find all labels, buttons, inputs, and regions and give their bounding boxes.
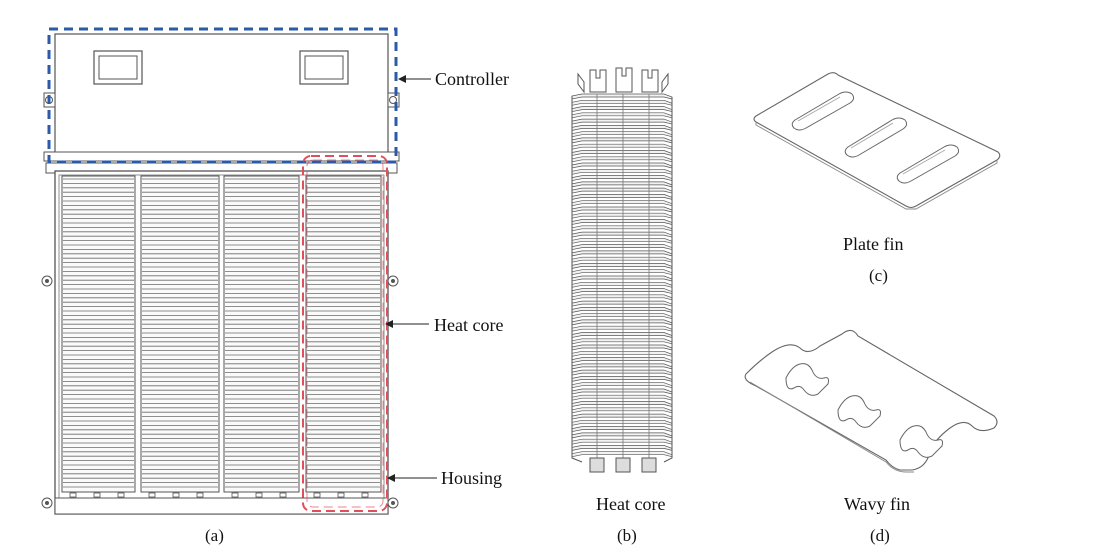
core-legs	[589, 457, 657, 473]
core-fin	[571, 106, 673, 113]
core-fin	[571, 313, 673, 320]
core-fin	[571, 419, 673, 426]
core-fin	[571, 237, 673, 244]
plate-fin-slot	[844, 117, 908, 158]
core-fin	[571, 212, 673, 219]
heat-core-label: Heat core	[434, 315, 503, 335]
core-fin	[571, 300, 673, 307]
core-terminals	[577, 67, 669, 94]
panel-c-title: Plate fin	[843, 234, 904, 254]
controller-box	[43, 33, 400, 162]
core-fin	[571, 344, 673, 351]
heat-core-arrow	[385, 320, 429, 328]
core-fin	[571, 307, 673, 313]
core-fin	[571, 350, 673, 357]
panel-a-heater-assembly: Controller Heat core Housing (a)	[41, 27, 509, 545]
core-fin	[571, 269, 673, 276]
core-fin	[571, 168, 673, 175]
core-fin	[571, 413, 673, 420]
core-fin	[571, 250, 673, 257]
core-fin	[571, 181, 673, 188]
core-column	[140, 175, 220, 498]
housing-arrow	[387, 474, 437, 482]
core-fin	[571, 363, 673, 370]
core-fin	[571, 200, 673, 207]
core-fin	[571, 93, 673, 100]
core-fin	[571, 401, 673, 407]
heat-core-columns	[61, 175, 382, 498]
core-fin	[571, 426, 673, 433]
core-fin	[571, 244, 673, 251]
core-fin	[571, 438, 673, 445]
panel-d-title: Wavy fin	[844, 494, 910, 514]
core-fin	[571, 225, 673, 232]
panel-b-heat-core: Heat core (b)	[571, 67, 673, 545]
core-fin	[571, 319, 673, 326]
core-fin	[571, 194, 673, 200]
core-fin	[571, 219, 673, 225]
controller-label: Controller	[435, 69, 509, 89]
plate-fin-slot	[791, 91, 855, 131]
core-fin	[571, 175, 673, 182]
plate-fin-slot	[896, 144, 960, 184]
core-fin	[571, 369, 673, 376]
core-fin	[571, 325, 673, 332]
core-side-edge	[571, 96, 583, 463]
core-column	[223, 175, 300, 498]
core-fin	[571, 131, 673, 138]
core-fin	[571, 338, 673, 345]
wavy-fin-louvre	[837, 395, 881, 428]
wavy-fin-louvre	[899, 425, 943, 458]
core-fin	[571, 137, 673, 144]
core-fin	[571, 143, 673, 150]
core-fin	[571, 156, 673, 163]
panel-c-plate-fin: Plate fin (c)	[753, 72, 1001, 285]
core-fin	[571, 206, 673, 213]
core-fin	[571, 162, 673, 169]
core-fin	[571, 281, 673, 288]
core-fin	[571, 357, 673, 364]
core-fin	[571, 376, 673, 382]
wavy-fin-louvre	[785, 363, 829, 396]
core-fin	[571, 231, 673, 238]
core-fin	[571, 388, 673, 395]
core-fin	[571, 150, 673, 156]
core-column	[305, 175, 382, 498]
controller-outline	[47, 27, 398, 164]
panel-d-caption: (d)	[870, 526, 890, 545]
controller-arrow	[398, 75, 431, 83]
core-fin	[571, 263, 673, 269]
core-fin	[571, 407, 673, 414]
panel-a-caption: (a)	[205, 526, 224, 545]
panel-d-wavy-fin: Wavy fin (d)	[744, 329, 998, 545]
wavy-fin-drawing	[744, 329, 998, 473]
core-fin	[571, 275, 673, 282]
core-column	[61, 175, 136, 498]
panel-c-caption: (c)	[869, 266, 888, 285]
core-fin	[571, 294, 673, 301]
core-fin	[571, 125, 673, 131]
panel-b-title: Heat core	[596, 494, 665, 514]
core-fin-stack	[571, 93, 673, 463]
core-fin	[571, 118, 673, 125]
core-fin	[571, 394, 673, 401]
heat-core-outline	[302, 155, 388, 512]
core-fin	[571, 445, 673, 451]
core-side-edge	[663, 97, 673, 463]
core-fin	[571, 451, 673, 458]
core-fin	[571, 432, 673, 439]
plate-fin-drawing	[753, 72, 1001, 210]
panel-b-caption: (b)	[617, 526, 637, 545]
core-fin	[571, 332, 673, 338]
core-fin	[571, 382, 673, 389]
core-fin	[571, 288, 673, 295]
core-fin	[571, 187, 673, 194]
housing-label: Housing	[441, 468, 502, 488]
core-fin	[571, 256, 673, 263]
core-fin	[571, 99, 673, 106]
core-fin	[571, 112, 673, 119]
